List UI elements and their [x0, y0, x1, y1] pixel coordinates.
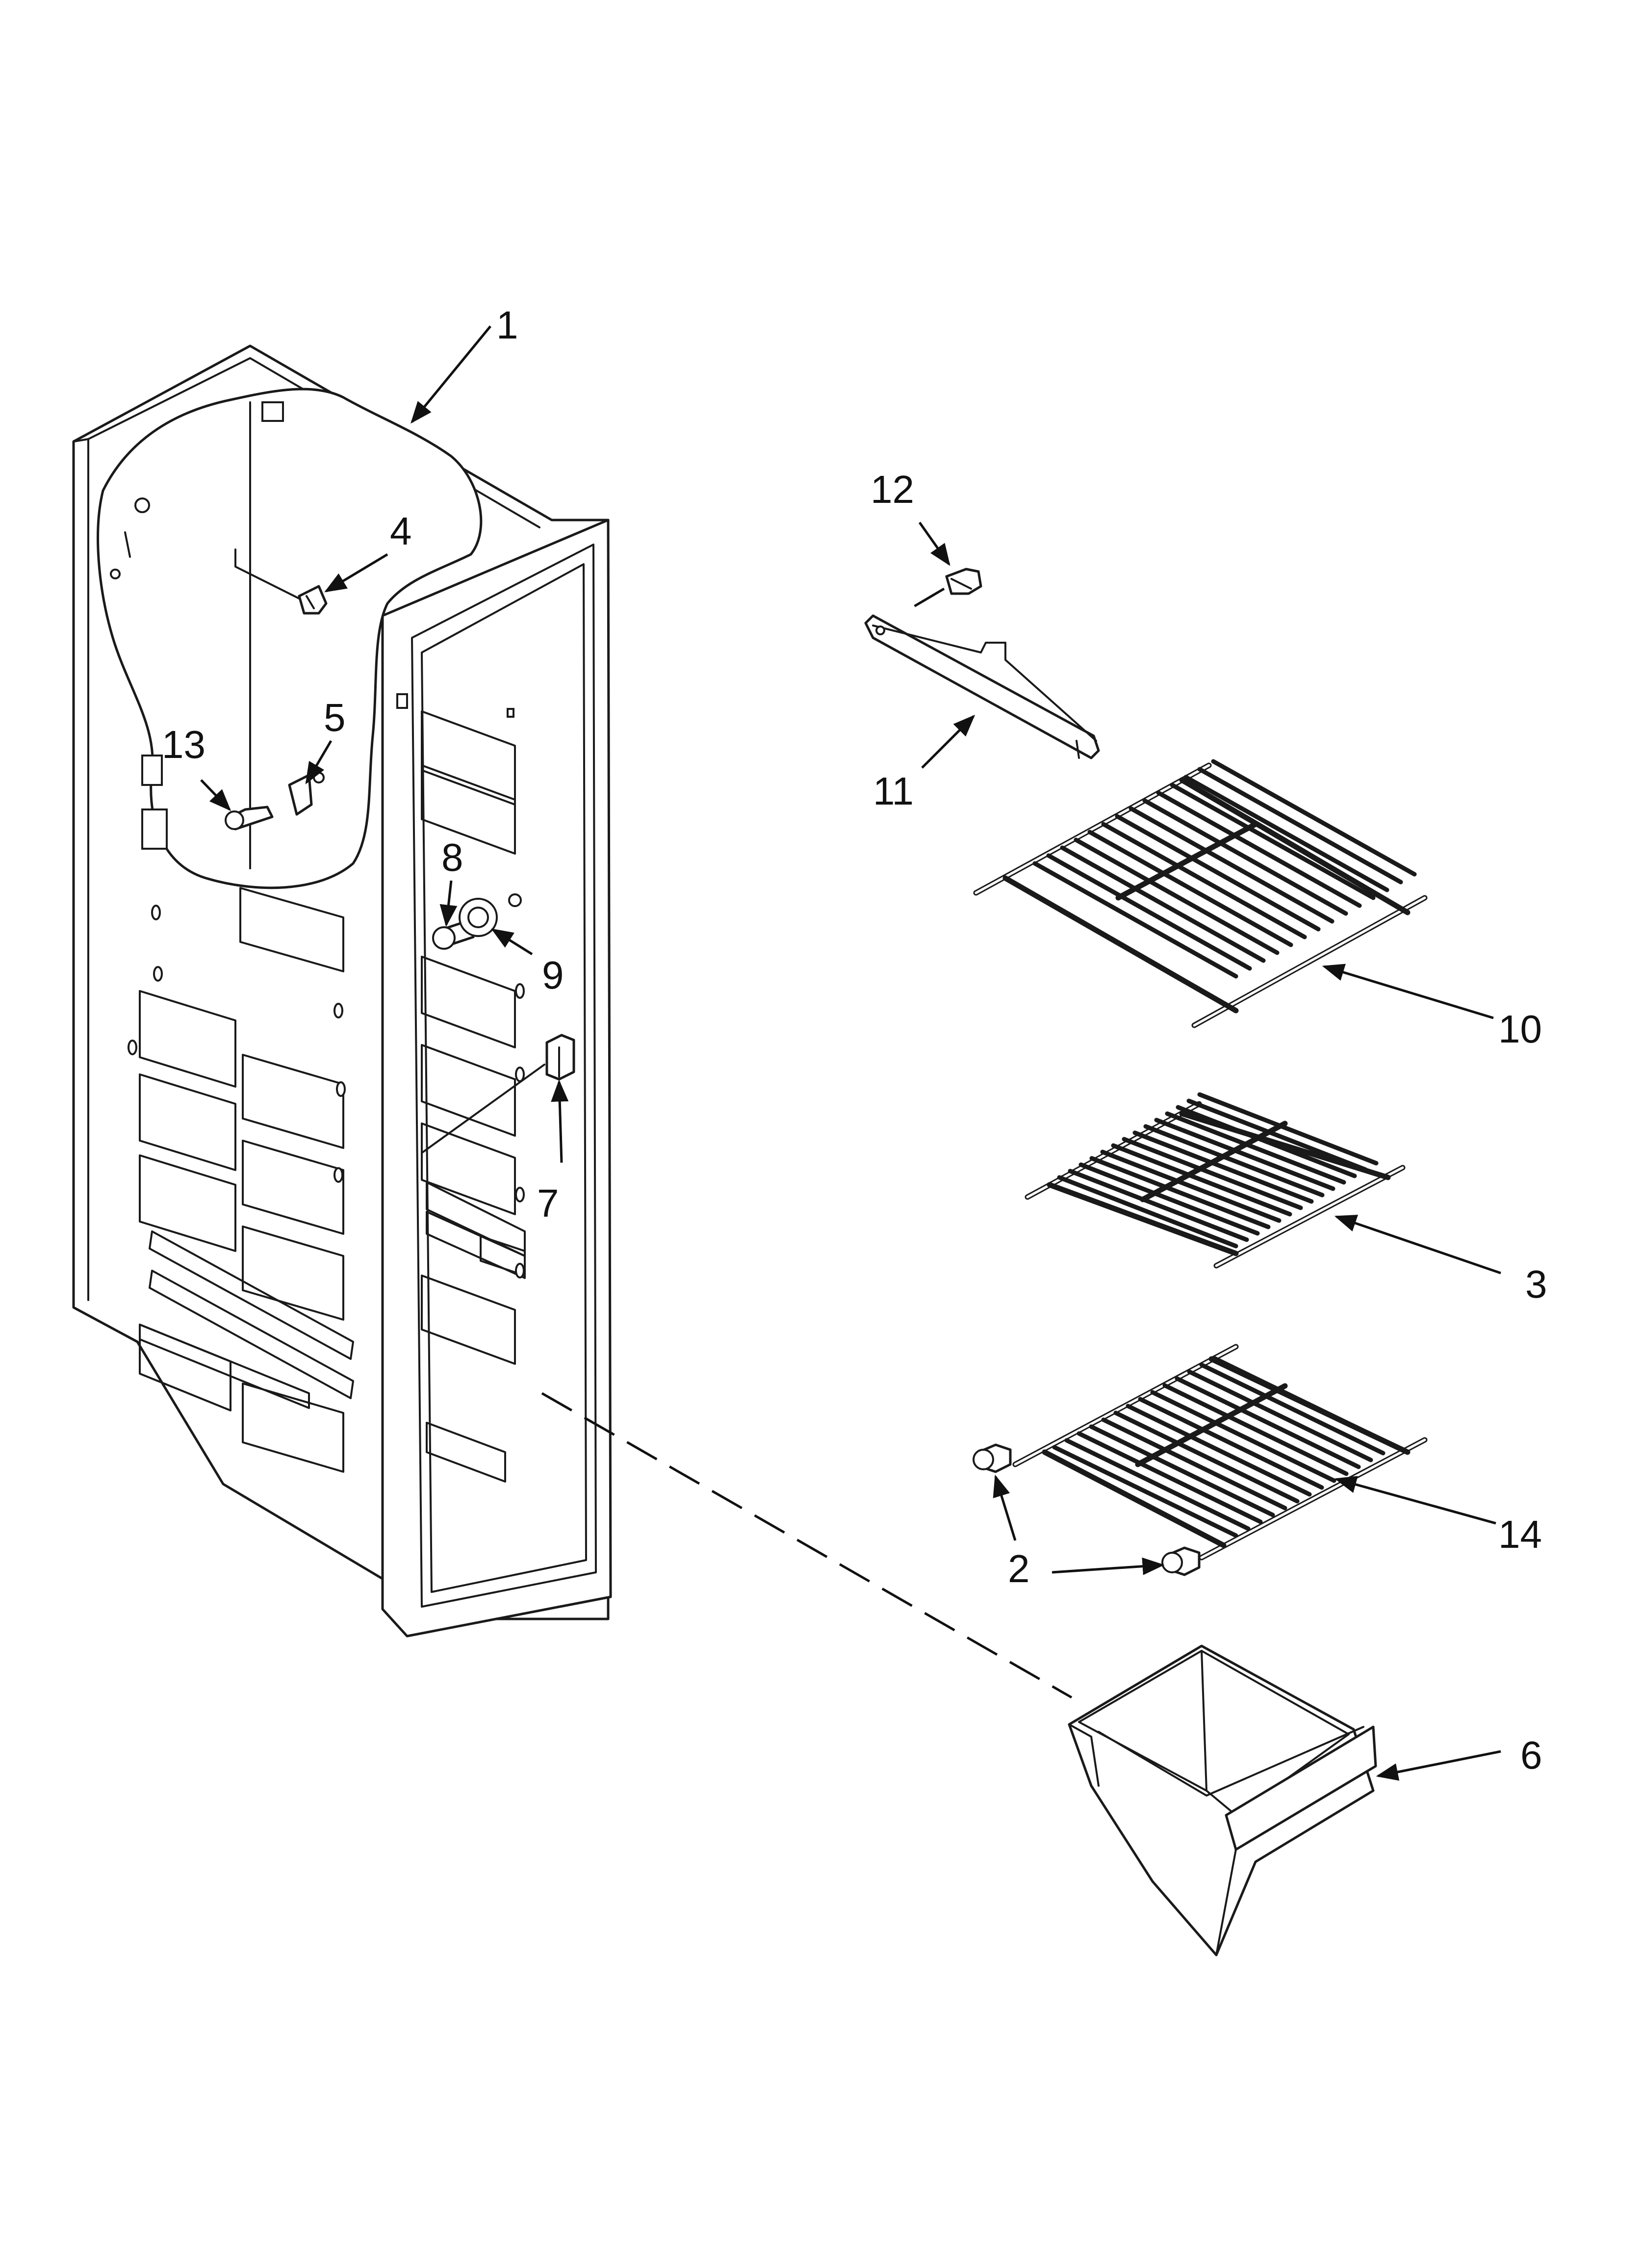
part-10-wire-shelf	[973, 759, 1428, 1028]
shelf-wire	[1175, 1376, 1361, 1469]
shelf-wire	[1101, 822, 1307, 939]
part-9-bushing	[459, 893, 522, 937]
shelf-wire	[1113, 1410, 1300, 1504]
shelf-wire	[1162, 1383, 1349, 1476]
assembly-dash-line	[541, 1392, 1073, 1699]
shelf-wire	[1122, 1137, 1303, 1210]
shelf-wire	[1089, 1424, 1275, 1517]
part-7-slide-block	[421, 1034, 575, 1154]
callout-6: 6	[1520, 1733, 1542, 1777]
shelf-wire	[1087, 830, 1293, 947]
shelf-wire	[1101, 1417, 1287, 1511]
callout-9: 9	[542, 953, 564, 997]
shelf-wire	[1154, 1118, 1335, 1191]
shelf-wire	[1150, 1390, 1336, 1483]
shelf-wire	[1032, 861, 1238, 979]
shelf-wire	[1142, 798, 1348, 916]
shelf-wire	[1165, 1111, 1346, 1185]
shelf-wire	[1156, 790, 1362, 908]
shelf-wire	[1197, 767, 1403, 885]
shelf-wire	[1138, 1397, 1324, 1490]
shelf-wire	[1199, 1362, 1385, 1456]
callout-4: 4	[390, 509, 412, 553]
callout-5: 5	[324, 696, 346, 739]
shelf-wire	[1060, 845, 1266, 963]
shelf-wire	[1074, 837, 1280, 955]
shelf-wire	[1089, 1156, 1271, 1229]
callout-13: 13	[162, 723, 205, 766]
shelf-wire	[1068, 1169, 1249, 1242]
shelf-wire	[1057, 1175, 1238, 1249]
shelf-wire	[1132, 1130, 1314, 1204]
shelf-wire	[1211, 1356, 1398, 1449]
shelf-wire	[1176, 1105, 1357, 1178]
part-11-shelf-support	[864, 614, 1100, 759]
shelf-wire	[1064, 1438, 1251, 1531]
part-13-screw	[225, 806, 274, 831]
part-2-end-cap	[1161, 1546, 1201, 1576]
callout-7: 7	[537, 1181, 559, 1225]
shelf-wire	[1197, 1092, 1379, 1166]
callout-14: 14	[1498, 1512, 1542, 1556]
part-4-clip	[298, 585, 328, 615]
callout-11: 11	[873, 769, 914, 813]
callout-12: 12	[871, 468, 914, 511]
shelf-wire	[1186, 1098, 1368, 1172]
shelf-wire	[1077, 1431, 1263, 1524]
shelf-wire	[1115, 814, 1321, 932]
freezer-liner	[72, 344, 612, 1638]
callout-leaders	[200, 325, 1501, 1781]
part-2-end-cap	[973, 1443, 1012, 1473]
part-12-screw	[901, 568, 982, 615]
shelf-wire	[1046, 853, 1252, 971]
shelf-wire	[1111, 1143, 1292, 1217]
shelf-wire	[1170, 782, 1376, 900]
shelf-wire	[1211, 759, 1417, 877]
shelf-wire	[1100, 1149, 1282, 1223]
part-14-wire-shelf	[1012, 1344, 1428, 1561]
shelf-wire	[1187, 1369, 1373, 1462]
shelf-wire	[1126, 1404, 1312, 1497]
shelf-wire	[1143, 1124, 1325, 1198]
callout-1: 1	[496, 303, 518, 347]
callout-3: 3	[1525, 1262, 1547, 1306]
callout-10: 10	[1498, 1007, 1542, 1051]
part-3-wire-shelf	[1025, 1092, 1406, 1269]
shelf-wire	[1052, 1445, 1238, 1538]
shelf-wire	[1129, 806, 1334, 924]
callout-8: 8	[441, 835, 463, 879]
callout-2: 2	[1008, 1547, 1030, 1590]
part-6-freezer-bin	[1068, 1644, 1377, 1956]
shelf-wire	[1183, 775, 1389, 892]
shelf-wire	[1078, 1162, 1260, 1236]
